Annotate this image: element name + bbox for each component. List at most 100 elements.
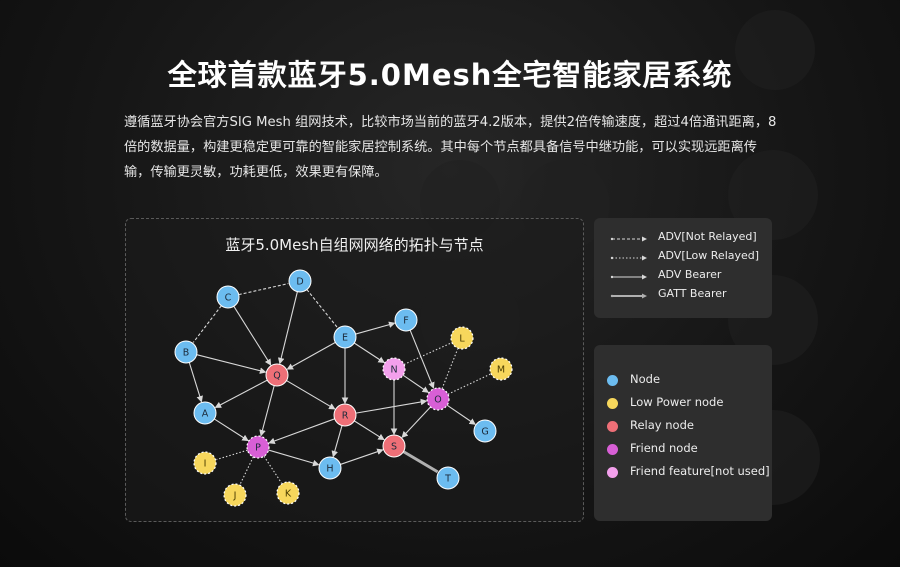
mesh-node-circle xyxy=(394,308,418,332)
legend-line-sample xyxy=(610,293,647,299)
legend-color-dot xyxy=(607,444,618,455)
mesh-node-J: J xyxy=(223,483,247,507)
legend-label: Low Power node xyxy=(630,395,724,409)
legend-label: ADV[Not Relayed] xyxy=(658,230,757,243)
link-P-I xyxy=(216,449,248,461)
mesh-node-O: O xyxy=(426,387,450,411)
mesh-node-K: K xyxy=(276,481,300,505)
background-decoration-circle xyxy=(735,10,815,90)
mesh-node-circle xyxy=(193,401,217,425)
mesh-node-label: K xyxy=(285,489,292,500)
legend-line-sample xyxy=(610,236,647,242)
mesh-node-circle xyxy=(174,340,198,364)
legend-label: Node xyxy=(630,372,661,386)
link-P-H xyxy=(268,449,320,467)
mesh-node-circle xyxy=(288,269,312,293)
link-E-N xyxy=(353,342,385,364)
link-Q-R xyxy=(286,380,336,410)
mesh-node-S: S xyxy=(382,434,406,458)
mesh-node-M: M xyxy=(489,357,513,381)
mesh-node-T: T xyxy=(436,466,460,490)
link-O-S xyxy=(401,406,431,439)
link-Q-A xyxy=(214,379,268,408)
mesh-node-circle xyxy=(473,419,497,443)
mesh-node-L: L xyxy=(450,326,474,350)
mesh-node-circle xyxy=(436,466,460,490)
link-H-S xyxy=(340,448,384,465)
mesh-node-circle xyxy=(318,456,342,480)
legend-item-adv-bearer: ADV Bearer xyxy=(594,268,772,287)
mesh-node-circle xyxy=(333,325,357,349)
mesh-node-circle xyxy=(265,363,289,387)
link-S-T xyxy=(402,450,439,474)
mesh-node-circle xyxy=(333,403,357,427)
link-B-A xyxy=(188,362,203,403)
link-R-P xyxy=(268,418,335,445)
link-O-L xyxy=(441,348,459,389)
link-E-Q xyxy=(286,341,336,370)
link-Q-P xyxy=(259,385,275,437)
legend-label: Friend feature[not used] xyxy=(630,464,770,478)
page-title: 全球首款蓝牙5.0Mesh全宅智能家居系统 xyxy=(167,58,733,92)
legend-item-friend-unused: Friend feature[not used] xyxy=(594,464,772,487)
link-R-S xyxy=(354,420,385,441)
mesh-node-label: G xyxy=(481,427,488,438)
mesh-node-circle xyxy=(382,357,406,381)
legend-label: ADV[Low Relayed] xyxy=(658,249,760,262)
intro-paragraph: 遵循蓝牙协会官方SIG Mesh 组网技术，比较市场当前的蓝牙4.2版本，提供2… xyxy=(124,115,777,180)
mesh-node-label: O xyxy=(434,395,441,406)
mesh-node-label: N xyxy=(390,365,397,376)
mesh-node-circle xyxy=(450,326,474,350)
mesh-node-D: D xyxy=(288,269,312,293)
mesh-node-circle xyxy=(426,387,450,411)
legend-item-node: Node xyxy=(594,372,772,395)
mesh-node-circle xyxy=(276,481,300,505)
mesh-node-label: R xyxy=(342,411,349,422)
legend-label: Relay node xyxy=(630,418,694,432)
legend-item-friend: Friend node xyxy=(594,441,772,464)
mesh-node-P: P xyxy=(246,435,270,459)
mesh-node-circle xyxy=(382,434,406,458)
mesh-node-label: A xyxy=(202,409,209,420)
legend-label: Friend node xyxy=(630,441,698,455)
legend-item-low-power: Low Power node xyxy=(594,395,772,418)
mesh-node-circle xyxy=(193,451,217,475)
link-A-P xyxy=(213,418,249,442)
legend-color-dot xyxy=(607,467,618,478)
link-R-O xyxy=(355,398,428,414)
link-P-K xyxy=(263,455,282,484)
mesh-node-label: Q xyxy=(273,371,280,382)
mesh-node-H: H xyxy=(318,456,342,480)
mesh-node-R: R xyxy=(333,403,357,427)
legend-line-sample xyxy=(610,274,647,280)
mesh-node-label: J xyxy=(233,491,237,502)
mesh-node-N: N xyxy=(382,357,406,381)
mesh-node-B: B xyxy=(174,340,198,364)
mesh-node-label: B xyxy=(183,348,190,359)
mesh-node-label: T xyxy=(444,474,451,485)
mesh-node-G: G xyxy=(473,419,497,443)
mesh-node-circle xyxy=(489,357,513,381)
mesh-node-circle xyxy=(216,285,240,309)
mesh-node-E: E xyxy=(333,325,357,349)
link-N-L xyxy=(403,342,452,365)
mesh-node-label: C xyxy=(225,293,232,304)
legend-line-sample xyxy=(610,255,647,261)
mesh-node-label: D xyxy=(296,277,303,288)
mesh-node-label: F xyxy=(403,316,408,327)
link-R-H xyxy=(331,425,343,458)
link-O-G xyxy=(446,404,476,425)
link-C-B xyxy=(192,305,222,343)
link-type-legend: ADV[Not Relayed] ADV[Low Relayed] ADV Bear… xyxy=(594,218,772,318)
mesh-node-circle xyxy=(246,435,270,459)
mesh-node-label: M xyxy=(497,365,505,376)
link-O-M xyxy=(447,373,491,395)
mesh-node-circle xyxy=(223,483,247,507)
mesh-node-label: S xyxy=(391,442,397,453)
mesh-node-label: I xyxy=(204,459,207,470)
mesh-node-label: L xyxy=(459,334,465,345)
legend-item-gatt-bearer: GATT Bearer xyxy=(594,287,772,306)
link-B-Q xyxy=(196,354,267,374)
mesh-node-label: E xyxy=(342,333,348,344)
